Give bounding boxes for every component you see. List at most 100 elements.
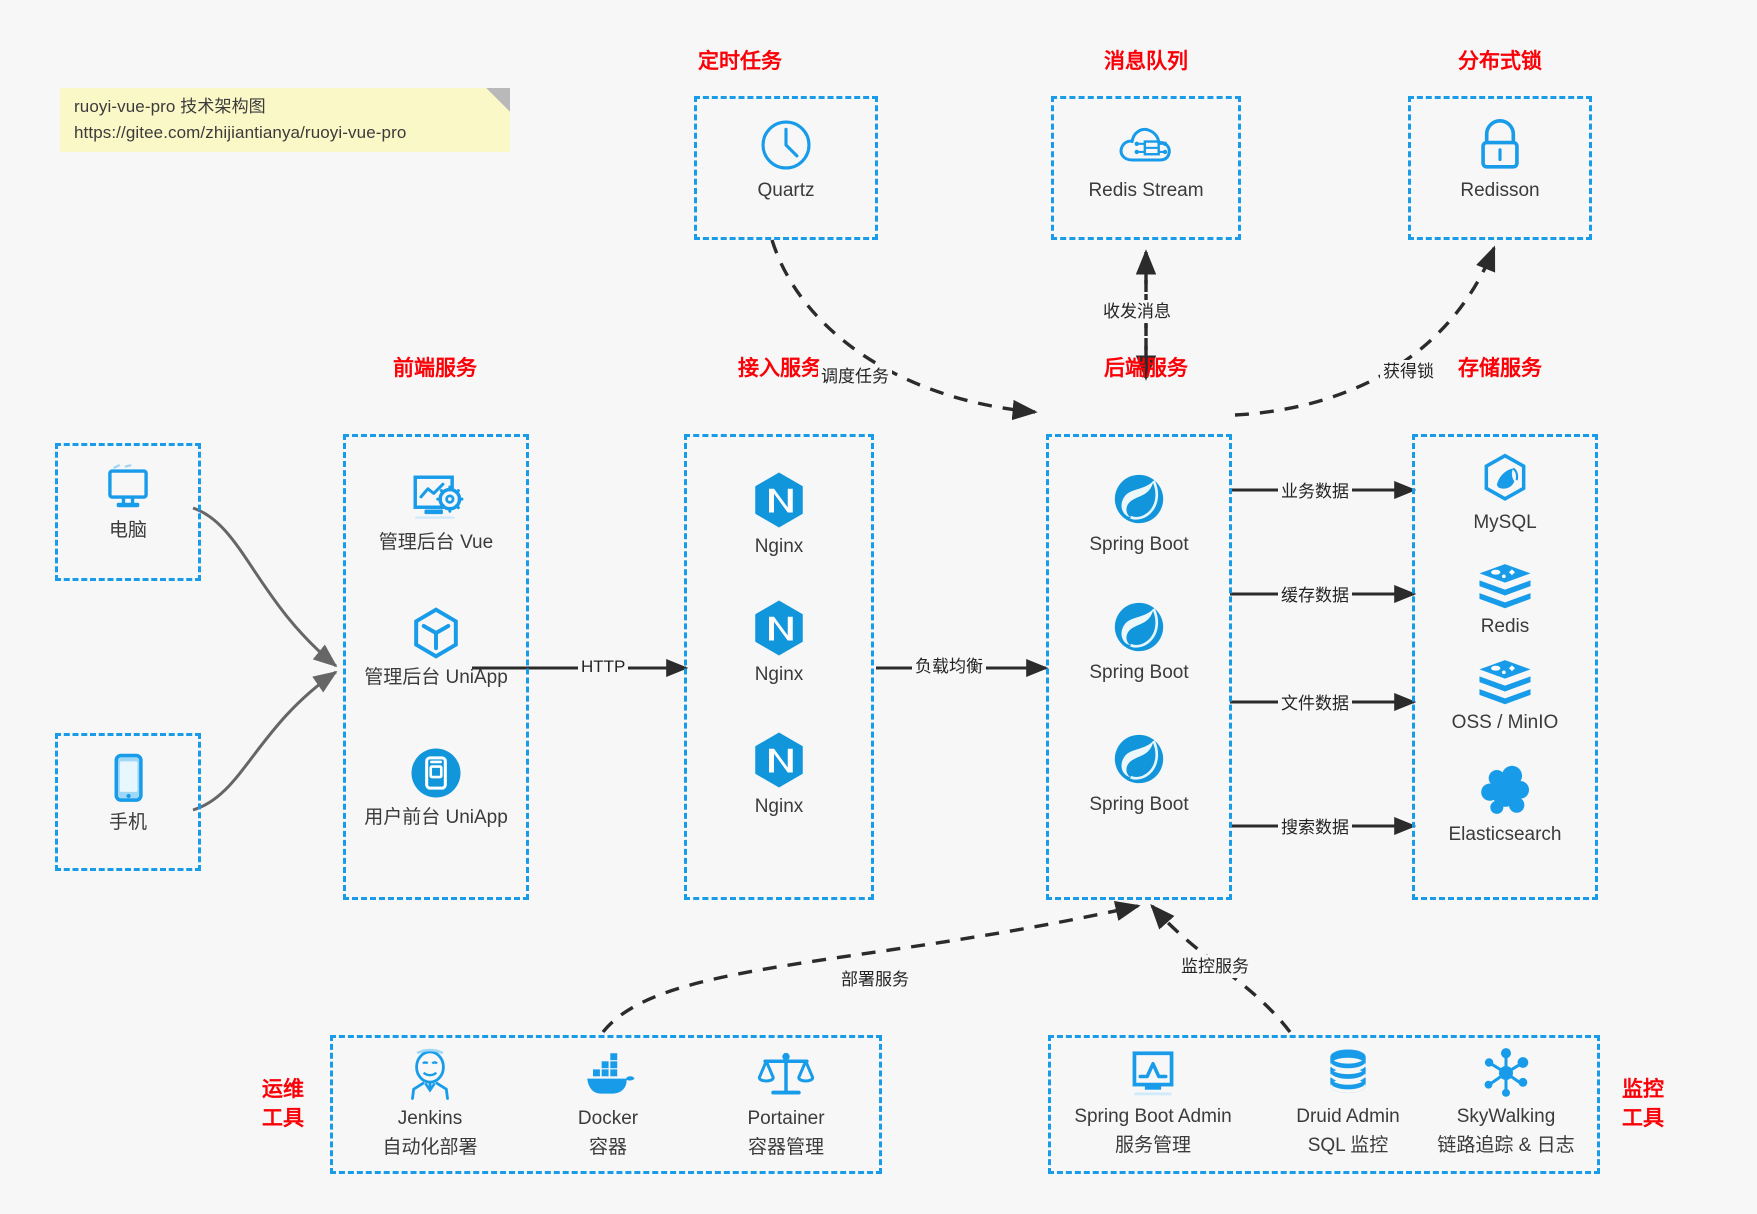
node-label: MySQL [1473, 512, 1537, 533]
desktop-icon [108, 464, 148, 508]
node-label: Spring Boot [1089, 534, 1189, 555]
node-docker[interactable]: Docker 容器 [528, 1046, 688, 1161]
node-nginx-3[interactable]: Nginx [684, 730, 874, 819]
group-title-scheduled-task: 定时任务 [698, 50, 782, 73]
nginx-icon [755, 600, 803, 656]
node-redis[interactable]: Redis [1412, 560, 1598, 639]
node-sublabel: 容器管理 [747, 1137, 824, 1158]
node-label: 管理后台 UniApp [364, 667, 508, 688]
node-jenkins[interactable]: Jenkins 自动化部署 [350, 1046, 510, 1161]
spring-leaf-icon [1114, 734, 1164, 784]
edge-label-file-data: 文件数据 [1278, 692, 1352, 715]
note-fold-icon [486, 88, 510, 112]
group-box-backend [1046, 434, 1232, 900]
node-nginx-1[interactable]: Nginx [684, 470, 874, 559]
group-title-backend: 后端服务 [1104, 357, 1188, 380]
database-icon [1330, 1049, 1366, 1093]
group-title-storage: 存储服务 [1458, 357, 1542, 380]
group-box-gateway [684, 434, 874, 900]
group-box-scheduled-task [694, 96, 878, 240]
nginx-icon [755, 732, 803, 788]
node-spring-boot-2[interactable]: Spring Boot [1046, 598, 1232, 685]
group-title-monitor: 监控 工具 [1608, 1075, 1678, 1133]
note-title: ruoyi-vue-pro 技术架构图 [74, 97, 266, 116]
edge-label-deploy-service: 部署服务 [838, 968, 912, 991]
node-admin-vue[interactable]: 管理后台 Vue [343, 470, 529, 555]
node-skywalking[interactable]: SkyWalking 链路追踪 & 日志 [1420, 1046, 1592, 1159]
edge-label-send-receive-message: 收发消息 [1100, 300, 1174, 323]
node-admin-uniapp[interactable]: 管理后台 UniApp [343, 605, 529, 690]
node-phone[interactable]: 手机 [55, 752, 201, 835]
node-label: 手机 [108, 812, 147, 833]
node-label: Spring Boot [1089, 662, 1189, 683]
lock-icon [1481, 119, 1519, 169]
node-label: SkyWalking [1456, 1106, 1556, 1127]
node-label: Druid Admin [1296, 1106, 1400, 1127]
group-box-frontend [343, 434, 529, 900]
node-nginx-2[interactable]: Nginx [684, 598, 874, 687]
network-node-icon [1484, 1048, 1529, 1097]
group-box-pc [55, 443, 201, 581]
scales-icon [757, 1052, 815, 1095]
node-sublabel: 服务管理 [1114, 1135, 1191, 1156]
node-spring-boot-admin[interactable]: Spring Boot Admin 服务管理 [1058, 1046, 1248, 1159]
node-druid-admin[interactable]: Druid Admin SQL 监控 [1268, 1046, 1428, 1159]
group-title-devops: 运维 工具 [248, 1075, 318, 1133]
group-box-devops [330, 1035, 882, 1174]
dashboard-icon [413, 475, 464, 519]
node-label: Portainer [747, 1108, 825, 1129]
node-label: 管理后台 Vue [378, 532, 494, 553]
node-mysql[interactable]: MySQL [1412, 452, 1598, 535]
edge-backend-to-storage [1230, 481, 1417, 835]
node-label: OSS / MinIO [1451, 712, 1559, 733]
edge-device-to-frontend [192, 506, 338, 812]
group-title-devops-line2: 工具 [262, 1107, 304, 1130]
redis-stack-icon [1479, 564, 1531, 609]
node-spring-boot-1[interactable]: Spring Boot [1046, 470, 1232, 557]
node-sublabel: SQL 监控 [1307, 1135, 1389, 1156]
phone-icon [114, 753, 143, 802]
node-pc[interactable]: 电脑 [55, 462, 201, 543]
node-label: Quartz [757, 180, 815, 201]
node-portainer[interactable]: Portainer 容器管理 [706, 1046, 866, 1161]
sticky-note: ruoyi-vue-pro 技术架构图 https://gitee.com/zh… [60, 88, 510, 152]
group-title-gateway: 接入服务 [738, 357, 822, 380]
node-label: Nginx [754, 536, 804, 557]
group-box-storage [1412, 434, 1598, 900]
group-title-monitor-line2: 工具 [1622, 1107, 1664, 1130]
node-label: Nginx [754, 664, 804, 685]
node-label: Docker [577, 1108, 639, 1129]
node-redis-stream[interactable]: Redis Stream [1051, 116, 1241, 203]
elasticsearch-icon [1481, 765, 1530, 814]
group-box-message-queue [1051, 96, 1241, 240]
node-label: Spring Boot [1089, 794, 1189, 815]
node-user-uniapp[interactable]: 用户前台 UniApp [343, 745, 529, 830]
node-spring-boot-3[interactable]: Spring Boot [1046, 730, 1232, 817]
edge-label-cache-data: 缓存数据 [1278, 584, 1352, 607]
cloud-stream-icon [1119, 127, 1171, 162]
edge-schedule-task [770, 239, 1038, 421]
node-label: Elasticsearch [1448, 824, 1562, 845]
edge-label-monitor-service: 监控服务 [1178, 955, 1252, 978]
node-redisson[interactable]: Redisson [1408, 116, 1592, 203]
clock-icon [761, 120, 811, 170]
node-elasticsearch[interactable]: Elasticsearch [1412, 764, 1598, 847]
node-quartz[interactable]: Quartz [694, 116, 878, 203]
edge-label-load-balance: 负载均衡 [912, 655, 986, 678]
mobile-app-icon [411, 748, 461, 798]
node-sublabel: 容器 [588, 1137, 627, 1158]
mysql-dolphin-icon [1484, 453, 1526, 501]
spring-leaf-icon [1114, 602, 1164, 652]
node-label: Redis [1480, 616, 1530, 637]
group-title-monitor-line1: 监控 [1622, 1078, 1664, 1101]
group-box-distributed-lock [1408, 96, 1592, 240]
node-oss-minio[interactable]: OSS / MinIO [1412, 656, 1598, 735]
node-label: Redisson [1460, 180, 1540, 201]
group-title-distributed-lock: 分布式锁 [1458, 50, 1542, 73]
edge-label-business-data: 业务数据 [1278, 480, 1352, 503]
node-label: Nginx [754, 796, 804, 817]
edge-label-schedule-task: 调度任务 [818, 365, 892, 388]
monitor-chart-icon [1132, 1051, 1174, 1096]
edge-label-http: HTTP [578, 655, 629, 678]
